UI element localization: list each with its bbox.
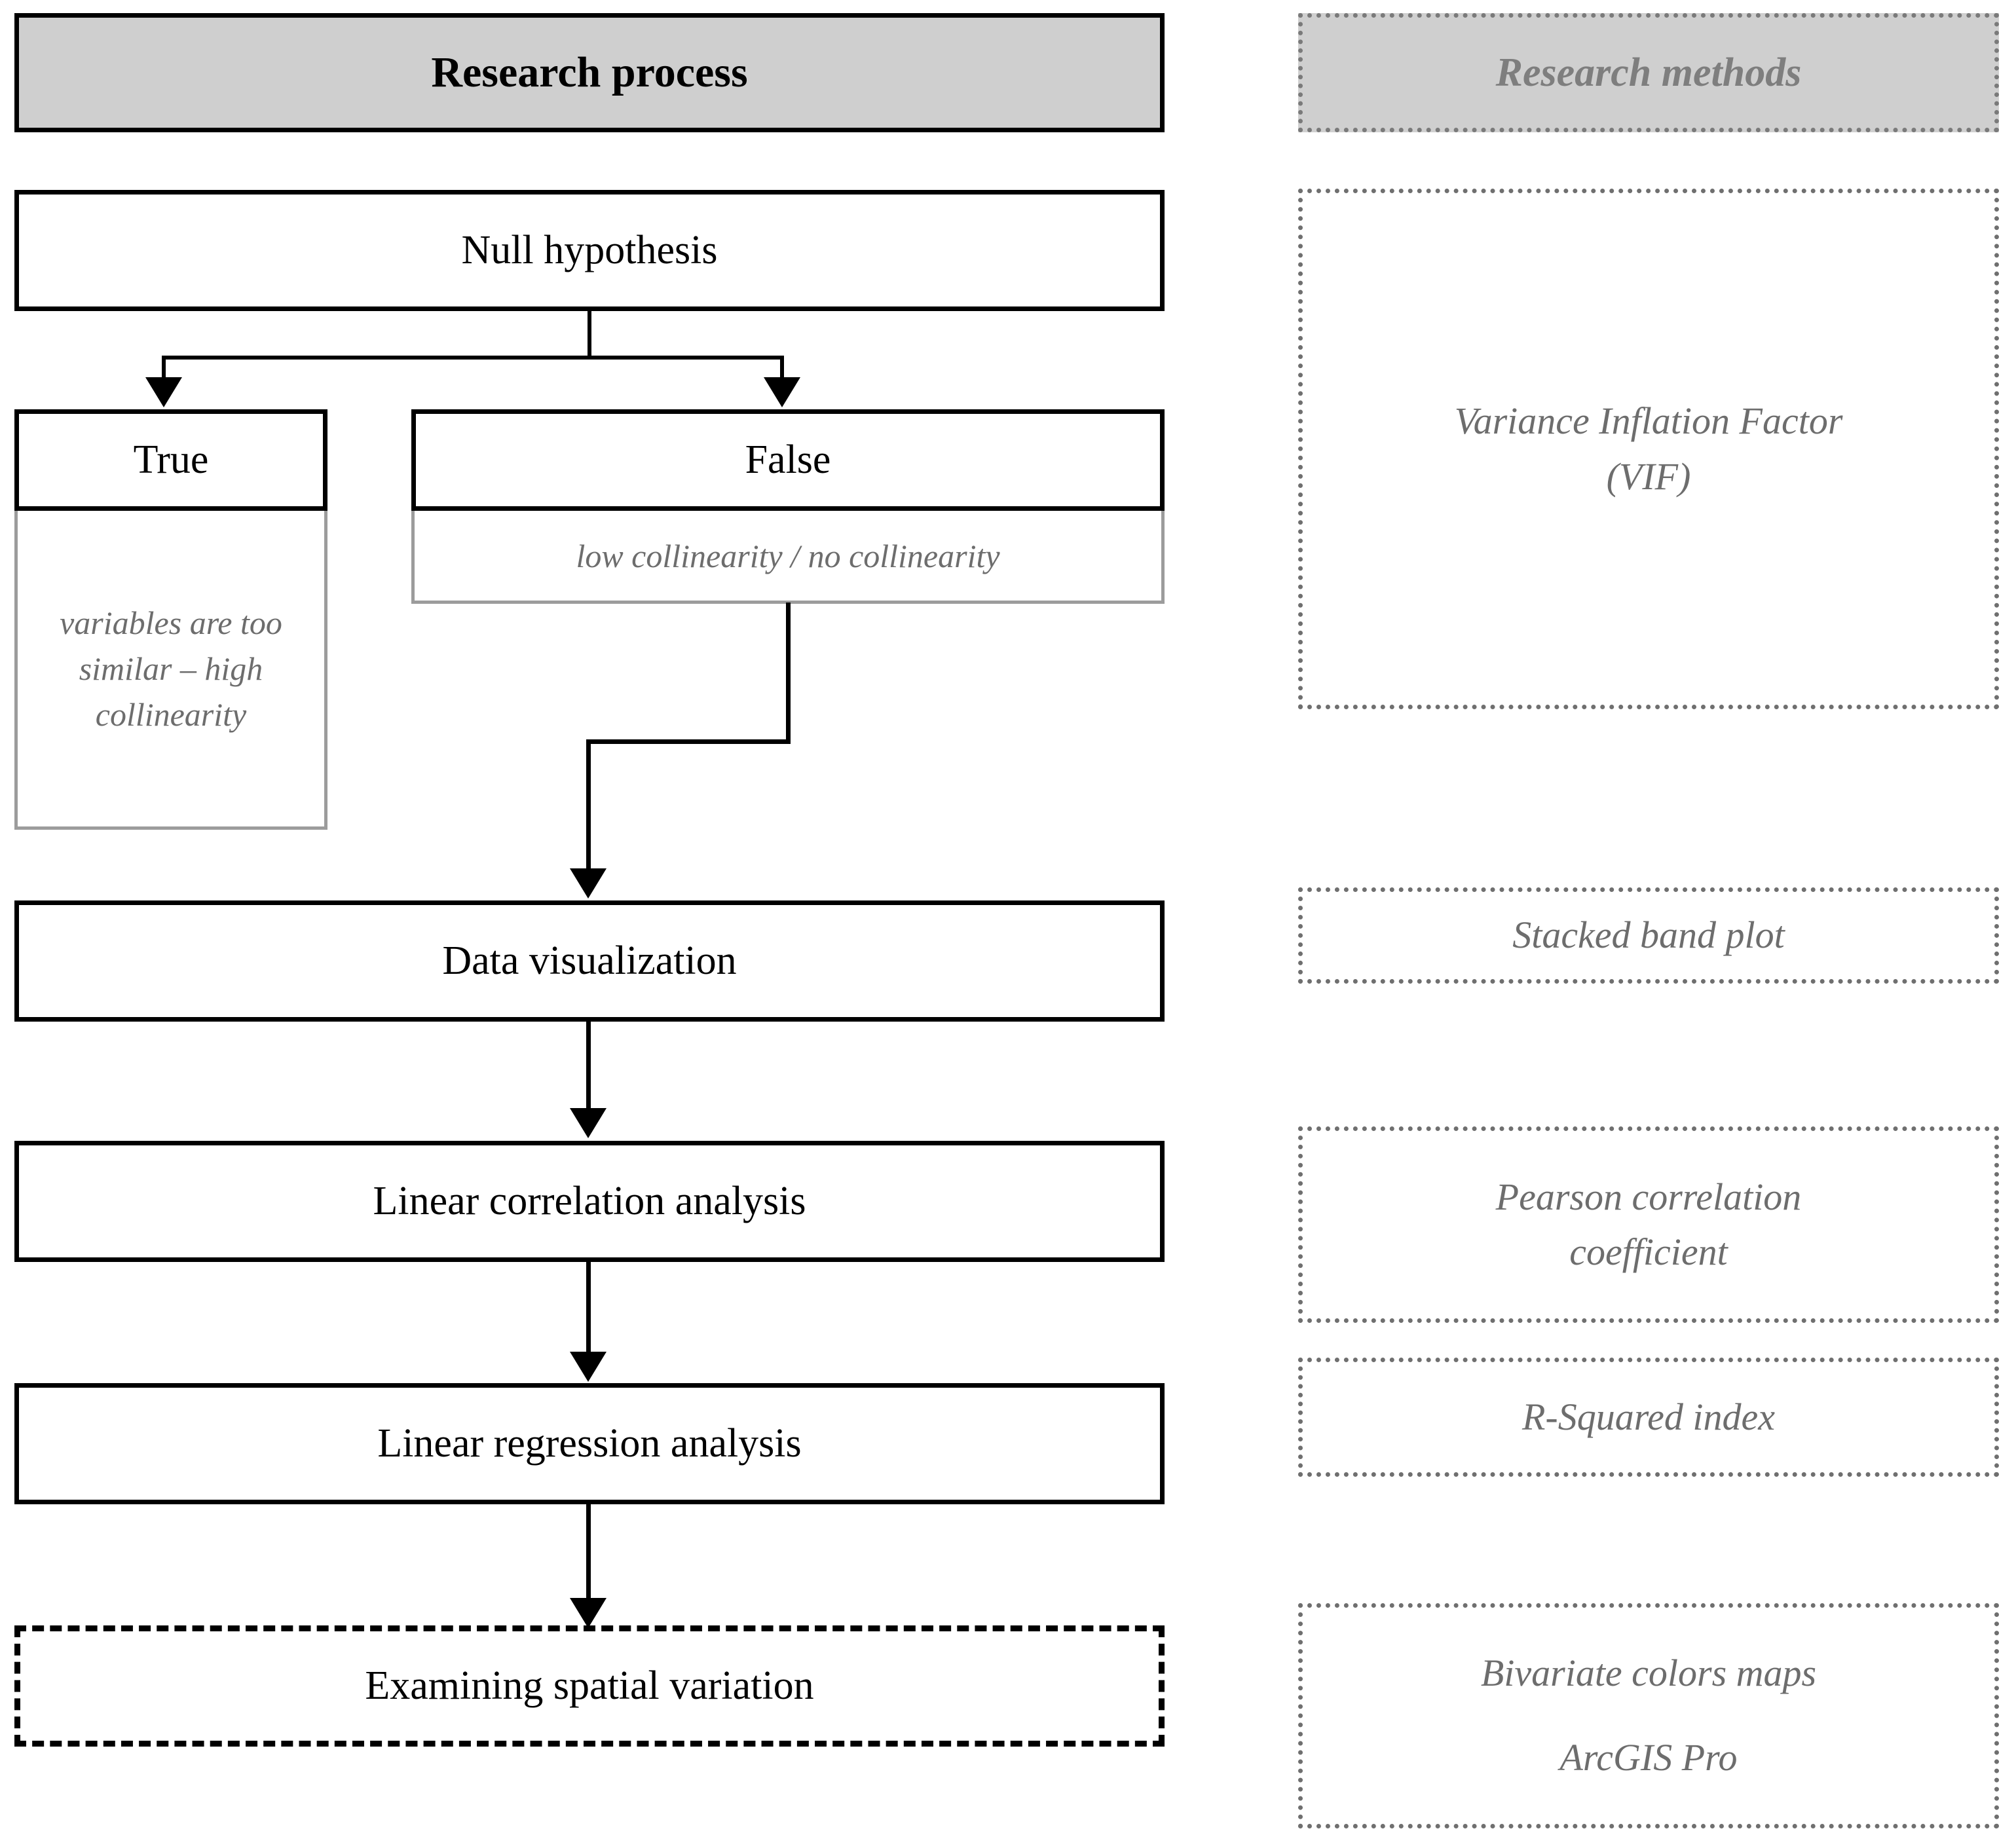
research-methods-header-label: Research methods bbox=[1495, 50, 1802, 95]
arrowhead-to-spatial bbox=[570, 1598, 607, 1628]
method-bivariate-arcgis[interactable]: Bivariate colors maps ArcGIS Pro bbox=[1298, 1603, 1999, 1828]
arrowhead-to-correlation bbox=[570, 1108, 607, 1138]
research-process-header: Research process bbox=[14, 13, 1165, 132]
method-vif[interactable]: Variance Inflation Factor (VIF) bbox=[1298, 189, 1999, 709]
step-examining-spatial-variation[interactable]: Examining spatial variation bbox=[14, 1625, 1165, 1747]
note-false-collinearity: low collinearity / no collinearity bbox=[411, 511, 1165, 604]
step-true[interactable]: True bbox=[14, 409, 327, 511]
step-null-hypothesis[interactable]: Null hypothesis bbox=[14, 190, 1165, 311]
arrowhead-to-dataviz bbox=[570, 868, 607, 899]
method-pearson-correlation-label: Pearson correlation coefficient bbox=[1495, 1175, 1802, 1273]
connector-false-to-dataviz bbox=[586, 739, 591, 870]
arrowhead-to-false bbox=[764, 377, 800, 407]
connector-fork-left bbox=[162, 356, 166, 380]
method-vif-label: Variance Inflation Factor (VIF) bbox=[1454, 399, 1843, 498]
step-false[interactable]: False bbox=[411, 409, 1165, 511]
method-r-squared-index[interactable]: R-Squared index bbox=[1298, 1358, 1999, 1477]
arrowhead-to-regression bbox=[570, 1352, 607, 1382]
connector-null-stem bbox=[588, 311, 591, 358]
method-r-squared-index-label: R-Squared index bbox=[1521, 1395, 1775, 1438]
connector-regression-to-spatial bbox=[586, 1504, 591, 1599]
step-true-label: True bbox=[133, 437, 209, 482]
research-methods-header: Research methods bbox=[1298, 13, 1999, 132]
note-false-collinearity-label: low collinearity / no collinearity bbox=[576, 537, 1000, 574]
connector-false-down bbox=[786, 602, 791, 743]
note-true-collinearity: variables are too similar – high colline… bbox=[14, 511, 327, 830]
method-stacked-band-plot[interactable]: Stacked band plot bbox=[1298, 887, 1999, 984]
step-examining-spatial-variation-label: Examining spatial variation bbox=[365, 1663, 814, 1708]
note-true-collinearity-label: variables are too similar – high colline… bbox=[60, 604, 282, 733]
step-null-hypothesis-label: Null hypothesis bbox=[461, 228, 718, 272]
connector-false-left bbox=[586, 739, 791, 744]
step-linear-regression-label: Linear regression analysis bbox=[377, 1421, 802, 1466]
step-linear-regression[interactable]: Linear regression analysis bbox=[14, 1383, 1165, 1504]
step-data-visualization[interactable]: Data visualization bbox=[14, 900, 1165, 1022]
connector-dataviz-to-correlation bbox=[586, 1022, 591, 1110]
step-linear-correlation[interactable]: Linear correlation analysis bbox=[14, 1141, 1165, 1262]
step-linear-correlation-label: Linear correlation analysis bbox=[373, 1179, 806, 1223]
step-false-label: False bbox=[745, 437, 831, 482]
research-process-header-label: Research process bbox=[431, 48, 748, 96]
connector-fork-right bbox=[780, 356, 784, 380]
connector-correlation-to-regression bbox=[586, 1262, 591, 1354]
method-bivariate-colors-maps-label: Bivariate colors maps bbox=[1480, 1652, 1817, 1695]
method-arcgis-pro-label: ArcGIS Pro bbox=[1559, 1736, 1738, 1779]
arrowhead-to-true bbox=[145, 377, 182, 407]
method-stacked-band-plot-label: Stacked band plot bbox=[1512, 914, 1785, 957]
method-pearson-correlation[interactable]: Pearson correlation coefficient bbox=[1298, 1126, 1999, 1323]
step-data-visualization-label: Data visualization bbox=[442, 938, 737, 983]
connector-fork-bar bbox=[162, 356, 784, 360]
